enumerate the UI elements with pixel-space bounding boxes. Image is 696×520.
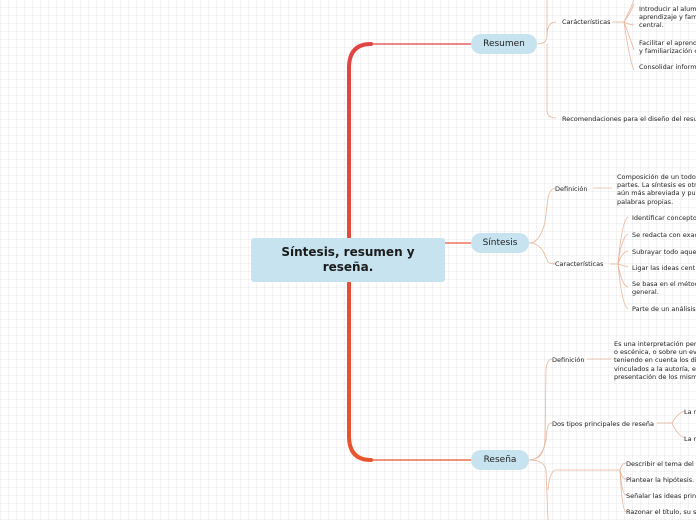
sintesis-caracteristica-item[interactable]: Se redacta con exac bbox=[632, 231, 696, 239]
sintesis-caracteristica-item[interactable]: Se basa en el métoc general. bbox=[632, 280, 696, 297]
branch-sintesis-label: Síntesis bbox=[482, 238, 518, 248]
resumen-caracteristica-item[interactable]: Consolidar inform bbox=[639, 63, 696, 71]
resena-item[interactable]: Razonar el título, su s bbox=[626, 508, 696, 516]
resena-item[interactable]: Señalar las ideas prin bbox=[626, 492, 696, 500]
resena-tipo-item[interactable]: La r bbox=[684, 435, 696, 443]
resumen-caracteristica-item[interactable]: Introducir al alum aprendizaje y fam cen… bbox=[639, 5, 696, 30]
central-topic-label: Síntesis, resumen y reseña. bbox=[281, 245, 415, 274]
sintesis-caracteristicas-topic[interactable]: Características bbox=[555, 260, 604, 268]
sintesis-caracteristica-item[interactable]: Parte de un análisis bbox=[632, 305, 696, 313]
branch-resena[interactable]: Reseña bbox=[471, 450, 529, 470]
resena-definicion-text[interactable]: Es una interpretación per o escénica, o … bbox=[614, 340, 696, 381]
sintesis-definicion-topic[interactable]: Definición bbox=[555, 185, 588, 193]
sintesis-caracteristica-item[interactable]: Ligar las ideas cent bbox=[632, 264, 696, 272]
resena-definicion-topic[interactable]: Definición bbox=[552, 356, 585, 364]
central-topic[interactable]: Síntesis, resumen y reseña. bbox=[251, 238, 445, 282]
resumen-recomendaciones-topic[interactable]: Recomendaciones para el diseño del resu bbox=[562, 115, 696, 123]
sintesis-definicion-text[interactable]: Composición de un todo partes. La síntes… bbox=[617, 173, 696, 206]
sintesis-caracteristica-item[interactable]: Subrayar todo aque bbox=[632, 248, 696, 256]
resena-tipo-item[interactable]: La r bbox=[684, 408, 696, 416]
sintesis-caracteristica-item[interactable]: Identificar concepto bbox=[632, 214, 696, 222]
resumen-caracteristica-item[interactable]: Facilitar el aprend y familiarización c bbox=[639, 39, 696, 56]
resena-tipos-topic[interactable]: Dos tipos principales de reseña bbox=[552, 420, 655, 428]
resena-item[interactable]: Describir el tema del bbox=[626, 460, 694, 468]
resena-item[interactable]: Plantear la hipótesis. bbox=[626, 476, 695, 484]
branch-resena-label: Reseña bbox=[483, 455, 517, 465]
branch-resumen[interactable]: Resumen bbox=[471, 34, 537, 54]
branch-sintesis[interactable]: Síntesis bbox=[471, 233, 529, 253]
resumen-caracteristicas-topic[interactable]: Carácterísticas bbox=[562, 18, 611, 26]
branch-resumen-label: Resumen bbox=[483, 39, 525, 49]
